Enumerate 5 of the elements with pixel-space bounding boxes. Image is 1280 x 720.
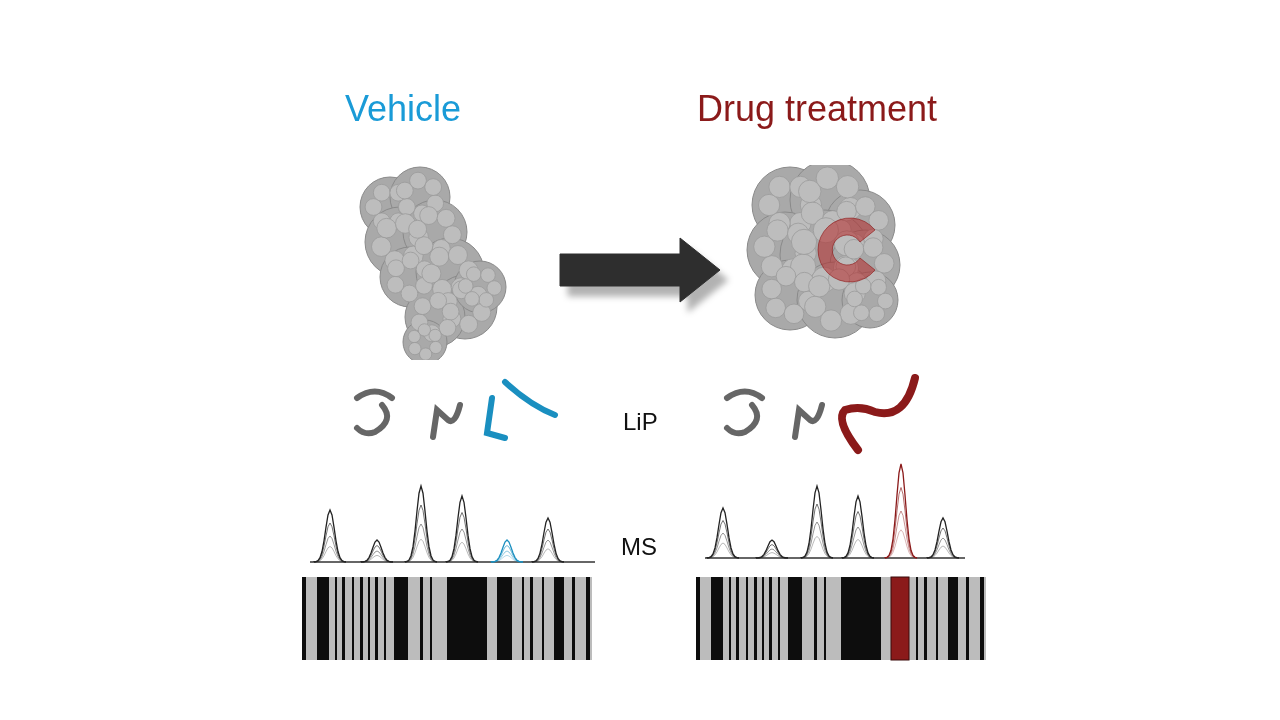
step-label: LiP — [623, 408, 658, 436]
arrow — [559, 237, 721, 303]
condition-heading: Drug treatment — [697, 88, 938, 130]
step-label: MS — [621, 533, 657, 561]
condition-heading: Vehicle — [345, 88, 462, 130]
